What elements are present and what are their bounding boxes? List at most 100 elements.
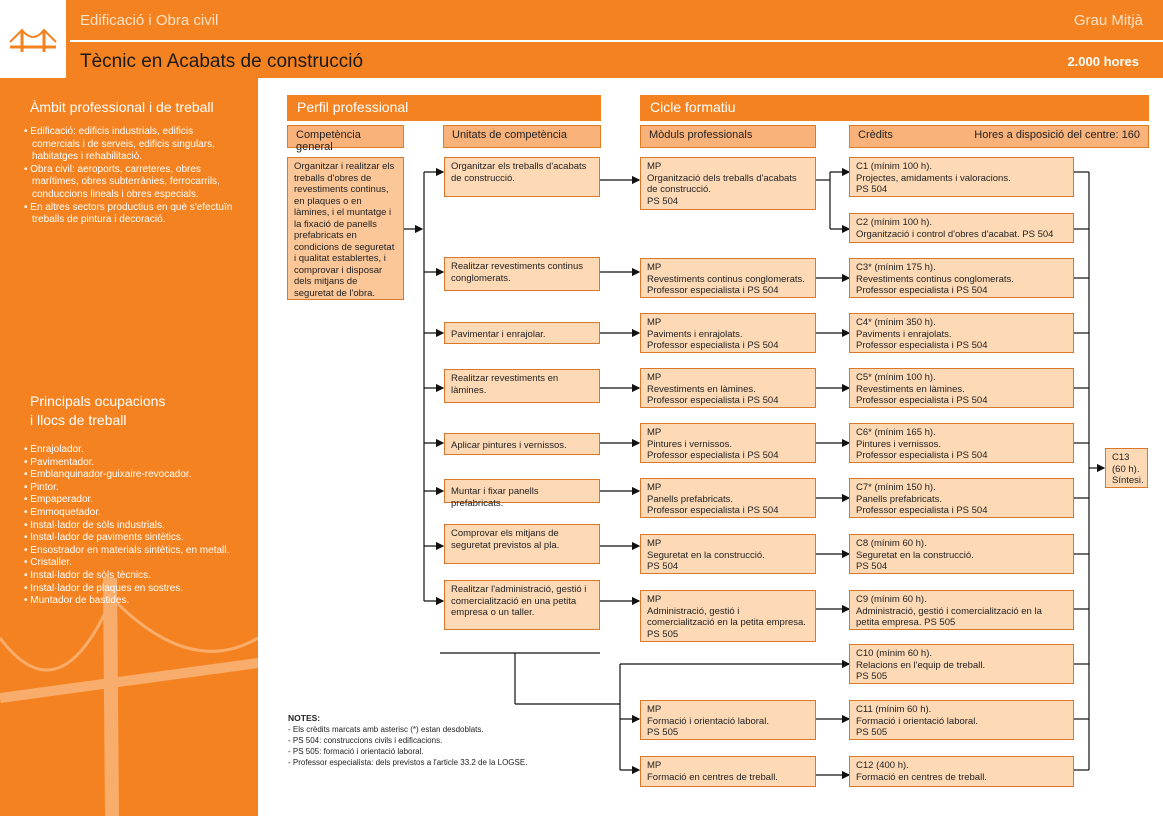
credit-code: C9 (mínim 60 h). <box>856 594 1067 606</box>
module-box: MP Revestiments continus conglomerats. P… <box>640 258 816 298</box>
credit-title: Administració, gestió i comercialització… <box>856 606 1067 629</box>
module-code: MP <box>647 161 809 173</box>
credit-code: C5* (mínim 100 h). <box>856 372 1067 384</box>
credit-title: Organització i control d'obres d'acabat.… <box>856 229 1067 241</box>
credit-code: C10 (mínim 60 h). <box>856 648 1067 660</box>
module-code: MP <box>647 427 809 439</box>
note-item: - PS 505: formació i orientació laboral. <box>288 746 608 757</box>
credit-code: C12 (400 h). <box>856 760 1067 772</box>
module-teacher: Professor especialista i PS 504 <box>647 340 809 352</box>
module-box: MP Administració, gestió i comercialitza… <box>640 590 816 642</box>
module-box: MP Formació en centres de treball. <box>640 756 816 787</box>
notes-title: NOTES: <box>288 713 320 723</box>
credit-title: Formació en centres de treball. <box>856 772 1067 784</box>
credit-title: Formació i orientació laboral. <box>856 716 1067 728</box>
credit-code: C2 (mínim 100 h). <box>856 217 1067 229</box>
credit-box: C7* (mínim 150 h). Panells prefabricats.… <box>849 478 1074 518</box>
module-code: MP <box>647 317 809 329</box>
module-code: MP <box>647 760 809 772</box>
credit-title: Revestiments en làmines. <box>856 384 1067 396</box>
module-teacher: Professor especialista i PS 504 <box>647 285 809 297</box>
module-teacher: PS 504 <box>647 561 809 573</box>
unit-box: Aplicar pintures i vernissos. <box>444 433 600 455</box>
credit-box: C1 (mínim 100 h). Projectes, amidaments … <box>849 157 1074 197</box>
credit-teacher: Professor especialista i PS 504 <box>856 505 1067 517</box>
module-box: MP Pintures i vernissos. Professor espec… <box>640 423 816 463</box>
unit-box: Pavimentar i enrajolar. <box>444 322 600 344</box>
module-box: MP Revestiments en làmines. Professor es… <box>640 368 816 408</box>
credit-teacher: Professor especialista i PS 504 <box>856 450 1067 462</box>
credit-box: C5* (mínim 100 h). Revestiments en làmin… <box>849 368 1074 408</box>
col-header-modules: Mòduls professionals <box>640 125 816 148</box>
module-title: Pintures i vernissos. <box>647 439 809 451</box>
module-teacher: Professor especialista i PS 504 <box>647 505 809 517</box>
credit-teacher: PS 505 <box>856 671 1067 683</box>
module-code: MP <box>647 538 809 550</box>
module-code: MP <box>647 262 809 274</box>
credit-code: C3* (mínim 175 h). <box>856 262 1067 274</box>
credit-title: Pintures i vernissos. <box>856 439 1067 451</box>
credit-code: C1 (mínim 100 h). <box>856 161 1067 173</box>
module-teacher: PS 504 <box>647 196 809 208</box>
credit-title: Projectes, amidaments i valoracions. <box>856 173 1067 185</box>
module-code: MP <box>647 482 809 494</box>
credit-title: Panells prefabricats. <box>856 494 1067 506</box>
credit-code: C8 (mínim 60 h). <box>856 538 1067 550</box>
credit-teacher: Professor especialista i PS 504 <box>856 285 1067 297</box>
module-title: Revestiments continus conglomerats. <box>647 274 809 286</box>
credit-c13-box: C13 (60 h). Síntesi. <box>1105 448 1148 488</box>
module-teacher: Professor especialista i PS 504 <box>647 395 809 407</box>
module-box: MP Formació i orientació laboral. PS 505 <box>640 700 816 740</box>
credit-code: C7* (mínim 150 h). <box>856 482 1067 494</box>
centre-hours-label: Hores a disposició del centre: 160 <box>974 129 1140 141</box>
module-title: Formació i orientació laboral. <box>647 716 809 728</box>
credit-box: C11 (mínim 60 h). Formació i orientació … <box>849 700 1074 740</box>
col-header-general: Competència general <box>287 125 404 148</box>
module-title: Paviments i enrajolats. <box>647 329 809 341</box>
credit-box: C6* (mínim 165 h). Pintures i vernissos.… <box>849 423 1074 463</box>
credits-label: Crèdits <box>858 129 893 141</box>
credit-box: C3* (mínim 175 h). Revestiments continus… <box>849 258 1074 298</box>
unit-box: Realitzar l'administració, gestió i come… <box>444 580 600 630</box>
module-box: MP Organització dels treballs d'acabats … <box>640 157 816 210</box>
credit-box: C9 (mínim 60 h). Administració, gestió i… <box>849 590 1074 630</box>
perfil-header: Perfil professional <box>287 95 601 121</box>
module-title: Revestiments en làmines. <box>647 384 809 396</box>
credit-hours: (60 h). <box>1112 464 1141 476</box>
module-code: MP <box>647 594 809 606</box>
notes: NOTES: - Els crèdits marcats amb asteris… <box>288 713 608 768</box>
credit-title: Seguretat en la construcció. <box>856 550 1067 562</box>
cicle-header: Cicle formatiu <box>640 95 1149 121</box>
module-code: MP <box>647 704 809 716</box>
module-title: Seguretat en la construcció. <box>647 550 809 562</box>
unit-box: Organitzar els treballs d'acabats de con… <box>444 157 600 197</box>
module-teacher: PS 505 <box>647 629 809 641</box>
col-header-credits: Crèdits Hores a disposició del centre: 1… <box>849 125 1149 148</box>
credit-box: C8 (mínim 60 h). Seguretat en la constru… <box>849 534 1074 574</box>
module-title: Administració, gestió i comercialització… <box>647 606 809 629</box>
credit-code: C6* (mínim 165 h). <box>856 427 1067 439</box>
module-title: Panells prefabricats. <box>647 494 809 506</box>
unit-box: Realitzar revestiments continus conglome… <box>444 257 600 291</box>
credit-code: C11 (mínim 60 h). <box>856 704 1067 716</box>
credit-box: C4* (mínim 350 h). Paviments i enrajolat… <box>849 313 1074 353</box>
unit-box: Comprovar els mitjans de seguretat previ… <box>444 524 600 564</box>
note-item: - Professor especialista: dels previstos… <box>288 757 608 768</box>
note-item: - PS 504: construccions civils i edifica… <box>288 735 608 746</box>
credit-box: C12 (400 h). Formació en centres de treb… <box>849 756 1074 787</box>
credit-teacher: PS 504 <box>856 184 1067 196</box>
credit-teacher: Professor especialista i PS 504 <box>856 395 1067 407</box>
module-box: MP Panells prefabricats. Professor espec… <box>640 478 816 518</box>
credit-box: C10 (mínim 60 h). Relacions en l'equip d… <box>849 644 1074 684</box>
credit-code: C13 <box>1112 452 1141 464</box>
col-header-units: Unitats de competència <box>443 125 601 148</box>
module-teacher: PS 505 <box>647 727 809 739</box>
module-title: Organització dels treballs d'acabats de … <box>647 173 809 196</box>
module-title: Formació en centres de treball. <box>647 772 809 784</box>
credit-title: Paviments i enrajolats. <box>856 329 1067 341</box>
module-box: MP Seguretat en la construcció. PS 504 <box>640 534 816 574</box>
credit-teacher: PS 505 <box>856 727 1067 739</box>
unit-box: Muntar i fixar panells prefabricats. <box>444 479 600 503</box>
credit-title: Relacions en l'equip de treball. <box>856 660 1067 672</box>
